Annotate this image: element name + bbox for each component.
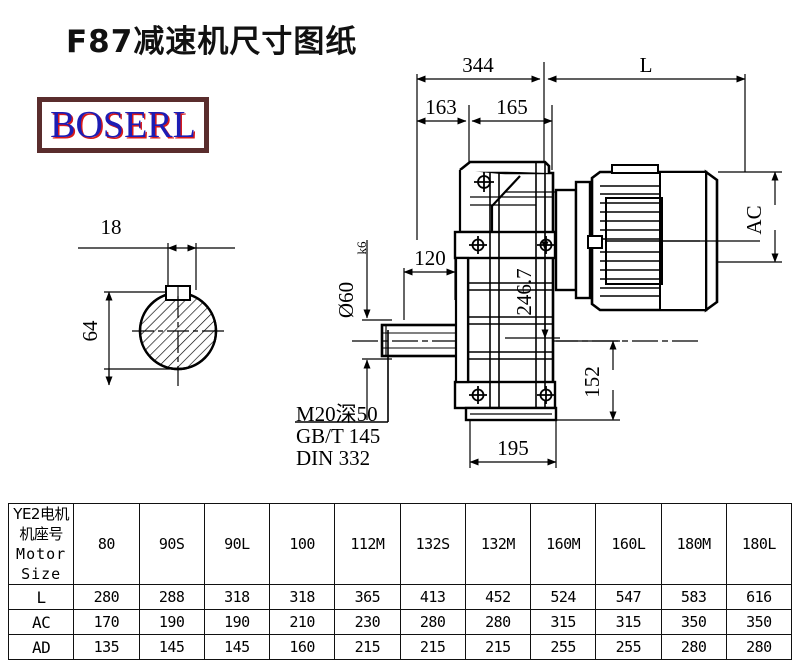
table-cell: 350 xyxy=(725,609,793,635)
table-cell: 255 xyxy=(529,634,597,660)
dim-shaft-diameter: Ø60 xyxy=(334,282,358,318)
table-column-header: 90L xyxy=(203,503,271,585)
dim-246-7: 246.7 xyxy=(512,268,536,315)
dim-AC: AC xyxy=(742,205,766,234)
dim-165: 165 xyxy=(496,95,528,119)
table-cell: 160 xyxy=(268,634,336,660)
table-column-header: 100 xyxy=(268,503,336,585)
note-gbt: GB/T 145 xyxy=(296,424,380,448)
row-label: AD xyxy=(7,634,75,660)
table-column-header: 160M xyxy=(529,503,597,585)
table-cell: 135 xyxy=(73,634,140,660)
dim-120: 120 xyxy=(414,246,446,270)
table-column-header: 160L xyxy=(595,503,662,585)
table-cell: 318 xyxy=(268,584,336,610)
brand-logo-text: BOSERL xyxy=(50,104,196,146)
dim-64: 64 xyxy=(78,320,102,342)
row-label: AC xyxy=(7,609,75,635)
dim-152: 152 xyxy=(580,366,604,398)
dim-L: L xyxy=(640,53,653,77)
table-cell: 315 xyxy=(595,609,662,635)
page-title: F87减速机尺寸图纸 xyxy=(66,24,358,60)
motor-size-table: YE2电机机座号 Motor Size 80 90S 90L 100 112M … xyxy=(7,503,793,660)
table-cell: 365 xyxy=(334,584,401,610)
table-cell: 190 xyxy=(203,609,271,635)
table-cell: 145 xyxy=(138,634,205,660)
table-row: AD 135 145 145 160 215 215 215 255 255 2… xyxy=(7,634,793,660)
table-row: L 280 288 318 318 365 413 452 524 547 58… xyxy=(7,584,793,610)
table-cell: 616 xyxy=(725,584,793,610)
table-cell: 215 xyxy=(399,634,466,660)
header-label-en: Motor Size xyxy=(16,545,67,583)
table-cell: 452 xyxy=(464,584,532,610)
table-cell: 190 xyxy=(138,609,205,635)
table-column-header: 132S xyxy=(399,503,466,585)
table-cell: 413 xyxy=(399,584,466,610)
table-cell: 170 xyxy=(73,609,140,635)
note-thread: M20深50 xyxy=(296,402,378,426)
table-cell: 215 xyxy=(334,634,401,660)
table-header-motor-size: YE2电机机座号 Motor Size xyxy=(7,503,75,585)
table-column-header: 132M xyxy=(464,503,532,585)
header-label-cn: YE2电机机座号 xyxy=(13,505,69,543)
table-cell: 524 xyxy=(529,584,597,610)
table-cell: 318 xyxy=(203,584,271,610)
table-header-row: YE2电机机座号 Motor Size 80 90S 90L 100 112M … xyxy=(7,503,793,585)
dim-shaft-tolerance: k6 xyxy=(354,241,369,255)
table-cell: 280 xyxy=(73,584,140,610)
note-din: DIN 332 xyxy=(296,446,370,470)
drawing-page: F87减速机尺寸图纸 BOSERL xyxy=(7,24,793,660)
table-cell: 145 xyxy=(203,634,271,660)
brand-logo: BOSERL xyxy=(37,97,209,153)
table-cell: 280 xyxy=(725,634,793,660)
table-cell: 583 xyxy=(660,584,727,610)
table-cell: 255 xyxy=(595,634,662,660)
table-cell: 215 xyxy=(464,634,532,660)
table-cell: 288 xyxy=(138,584,205,610)
dim-163: 163 xyxy=(425,95,457,119)
table-cell: 230 xyxy=(334,609,401,635)
dim-18: 18 xyxy=(101,215,122,239)
table-cell: 280 xyxy=(464,609,532,635)
table-column-header: 180L xyxy=(725,503,793,585)
table-cell: 210 xyxy=(268,609,336,635)
table-cell: 547 xyxy=(595,584,662,610)
row-label: L xyxy=(7,584,75,610)
table-column-header: 112M xyxy=(334,503,401,585)
table-column-header: 180M xyxy=(660,503,727,585)
table-cell: 350 xyxy=(660,609,727,635)
table-row: AC 170 190 190 210 230 280 280 315 315 3… xyxy=(7,609,793,635)
dim-195: 195 xyxy=(497,436,529,460)
table-cell: 280 xyxy=(660,634,727,660)
dim-344: 344 xyxy=(462,53,494,77)
technical-drawing: 344 L 163 165 120 18 64 Ø60 k6 246.7 152… xyxy=(78,53,782,470)
table-cell: 280 xyxy=(399,609,466,635)
table-column-header: 90S xyxy=(138,503,205,585)
table-column-header: 80 xyxy=(73,503,140,585)
table-cell: 315 xyxy=(529,609,597,635)
